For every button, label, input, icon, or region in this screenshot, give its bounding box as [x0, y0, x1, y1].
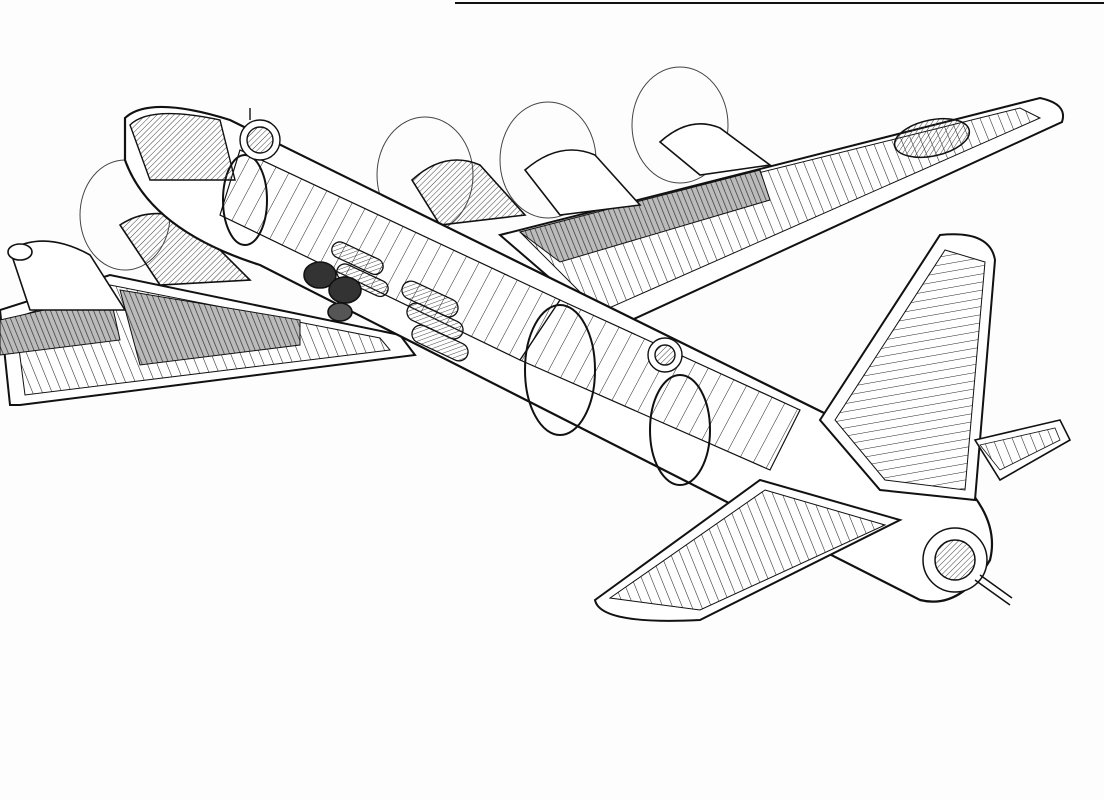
nose-section: [129, 108, 281, 181]
main-landing-gear: [303, 261, 362, 322]
starboard-stabilizer: [973, 419, 1072, 482]
starboard-engines: [376, 66, 773, 234]
starboard-wing: [497, 96, 1064, 332]
fuselage: [123, 105, 994, 603]
mid-gun-turret: [647, 337, 683, 373]
roundel-insignia: [893, 117, 971, 159]
bomb-bay: [331, 241, 469, 362]
tail-gun-turret: [922, 527, 1013, 606]
vertical-tail-fin: [818, 233, 997, 502]
port-stabilizer: [593, 478, 903, 622]
